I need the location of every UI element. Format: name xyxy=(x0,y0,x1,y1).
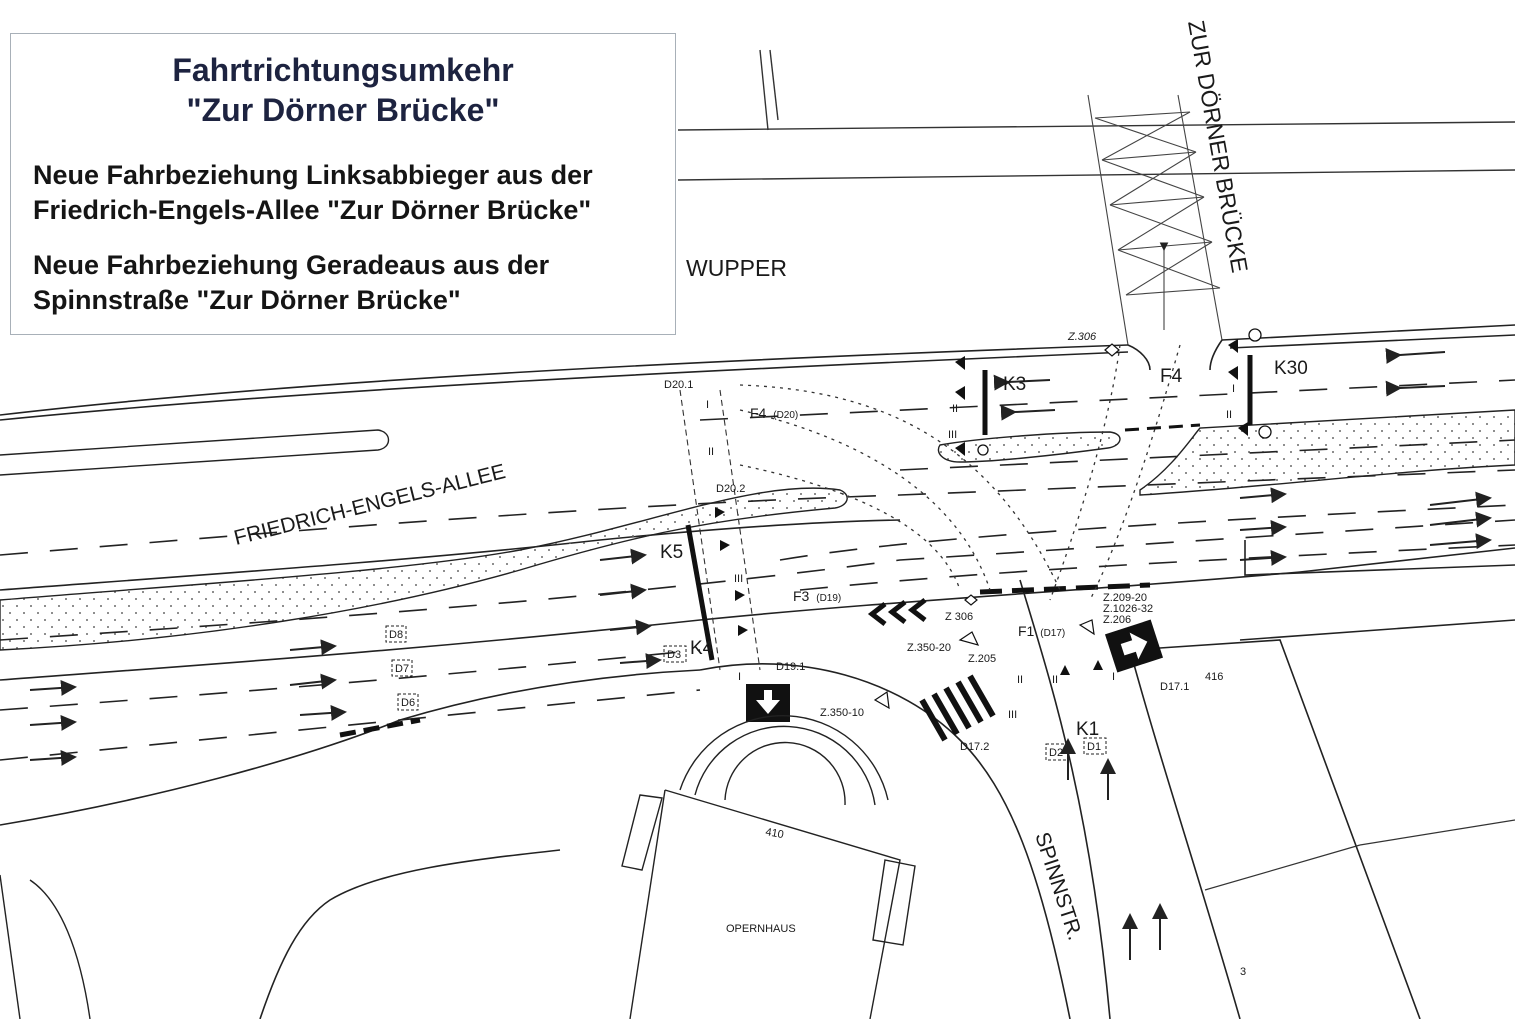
lane-arrows xyxy=(29,347,1492,960)
info-box: Fahrtrichtungsumkehr "Zur Dörner Brücke"… xyxy=(10,33,676,335)
detector-label-d2: D2 xyxy=(1049,747,1063,759)
detector-label-d1: D1 xyxy=(1087,741,1101,753)
svg-text:I: I xyxy=(738,671,741,683)
phase-numerals: I II III I II III I II II II I III xyxy=(706,383,1235,721)
sign-label-z306-spinnstr: Z 306 xyxy=(945,611,973,623)
turn-trajectories xyxy=(739,344,1181,601)
lane-markings xyxy=(0,379,1515,761)
stop-lines xyxy=(339,355,1253,738)
svg-text:III: III xyxy=(1008,709,1017,721)
signal-label-f3-d19: F3 (D19) xyxy=(793,588,841,604)
bridge-truss xyxy=(1087,94,1223,346)
info-paragraph-straight-line2: Spinnstraße "Zur Dörner Brücke" xyxy=(33,285,461,315)
svg-text:II: II xyxy=(1226,409,1232,421)
parcel-lines xyxy=(1204,819,1515,891)
signal-label-f4-bridge: F4 xyxy=(1160,366,1183,387)
detector-label-d20-2: D20.2 xyxy=(716,483,745,495)
sign-label-z350-20: Z.350-20 xyxy=(907,642,951,654)
svg-text:II: II xyxy=(1017,674,1023,686)
street-label-zur-dorner-brucke: ZUR DÖRNER BRÜCKE xyxy=(1183,18,1253,274)
signal-label-k3: K3 xyxy=(1003,374,1026,395)
detector-label-d7: D7 xyxy=(395,663,409,675)
info-title-line2: "Zur Dörner Brücke" xyxy=(186,92,500,128)
svg-text:I: I xyxy=(1112,671,1115,683)
parcel-number-416: 416 xyxy=(1205,671,1223,683)
signal-label-k4: K4 xyxy=(690,638,714,659)
svg-text:I: I xyxy=(1232,383,1235,395)
central-reservation-east xyxy=(1139,409,1515,496)
info-title: Fahrtrichtungsumkehr "Zur Dörner Brücke" xyxy=(11,50,675,130)
info-paragraph-left-turn-line1: Neue Fahrbeziehung Linksabbieger aus der xyxy=(33,160,593,190)
svg-text:II: II xyxy=(1052,674,1058,686)
sign-glyphs xyxy=(873,343,1120,710)
signal-label-k1: K1 xyxy=(1076,719,1099,740)
info-paragraph-left-turn-line2: Friedrich-Engels-Allee "Zur Dörner Brück… xyxy=(33,195,592,225)
svg-text:III: III xyxy=(948,429,957,441)
info-paragraph-straight-line1: Neue Fahrbeziehung Geradeaus aus der xyxy=(33,250,550,280)
info-paragraph-straight: Neue Fahrbeziehung Geradeaus aus der Spi… xyxy=(33,248,667,318)
signal-heads xyxy=(715,339,1248,675)
sign-label-z209-20: Z.209-20 xyxy=(1103,592,1147,604)
detector-label-d6: D6 xyxy=(401,697,415,709)
signal-label-f1-d17: F1 (D17) xyxy=(1018,623,1065,639)
svg-text:III: III xyxy=(734,573,743,585)
sign-label-z350-10: Z.350-10 xyxy=(820,707,864,719)
svg-text:II: II xyxy=(708,446,714,458)
detector-label-d17-1: D17.1 xyxy=(1160,681,1189,693)
detector-zone-lines xyxy=(679,389,761,671)
detector-label-d17-2: D17.2 xyxy=(960,741,989,753)
detector-label-d8: D8 xyxy=(389,629,403,641)
building-number-410: 410 xyxy=(764,826,784,841)
detector-label-d19-1: D19.1 xyxy=(776,661,805,673)
detector-label-d3: D3 xyxy=(667,649,681,661)
sign-label-z1026-32: Z.1026-32 xyxy=(1103,603,1153,615)
sign-label-z205: Z.205 xyxy=(968,653,996,665)
signal-label-f4-d20: F4 (D20) xyxy=(750,405,798,421)
crosswalk-zebra xyxy=(919,674,996,742)
detector-boxes xyxy=(385,625,1107,761)
river-label-wupper: WUPPER xyxy=(686,255,787,281)
info-paragraph-left-turn: Neue Fahrbeziehung Linksabbieger aus der… xyxy=(33,158,667,228)
chevron-markings xyxy=(867,598,927,626)
info-title-line1: Fahrtrichtungsumkehr xyxy=(172,52,514,88)
building-label-opernhaus: OPERNHAUS xyxy=(726,923,796,935)
street-label-friedrich-engels-allee: FRIEDRICH-ENGELS-ALLEE xyxy=(232,460,508,550)
svg-text:II: II xyxy=(952,403,958,415)
signal-circles xyxy=(977,328,1272,456)
opernhaus-building xyxy=(0,714,916,1019)
svg-text:I: I xyxy=(706,399,709,411)
central-reservation xyxy=(0,487,848,651)
parcel-number-3: 3 xyxy=(1240,966,1246,978)
signal-label-k30: K30 xyxy=(1274,358,1308,379)
sign-label-z206: Z.206 xyxy=(1103,614,1131,626)
traffic-island-k3 xyxy=(937,431,1121,463)
signal-label-k5: K5 xyxy=(660,542,683,563)
street-label-spinnstr: SPINNSTR. xyxy=(1030,829,1086,943)
median-island-north xyxy=(0,429,390,476)
detector-label-d20-1: D20.1 xyxy=(664,379,693,391)
direction-sign-east xyxy=(1104,619,1164,673)
wupper-bank-lines xyxy=(677,49,1515,181)
sign-label-z306-bridge: Z.306 xyxy=(1067,331,1097,343)
